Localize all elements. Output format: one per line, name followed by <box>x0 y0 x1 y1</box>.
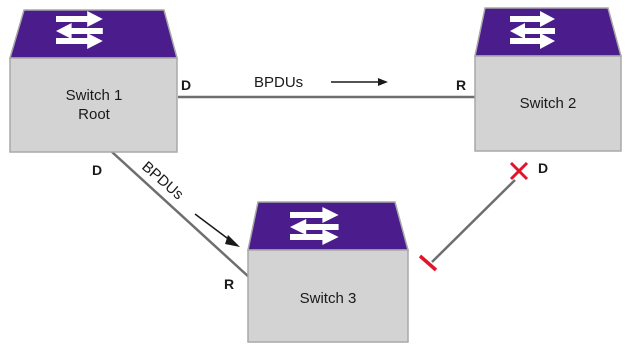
arrow-diagonal-icon <box>194 213 240 247</box>
switch-arrows-icon <box>56 11 103 49</box>
port-label-s1-designated: D <box>181 77 191 93</box>
switch-arrows-icon <box>510 11 555 49</box>
arrow-right-icon <box>331 78 388 86</box>
link-s2-s3 <box>431 179 516 263</box>
switch-1-name: Switch 1 <box>66 87 123 104</box>
port-label-s2-designated: D <box>538 160 548 176</box>
port-label-s1-designated-2: D <box>92 162 102 178</box>
port-label-s2-root: R <box>456 77 466 93</box>
switch-3-name: Switch 3 <box>300 290 357 307</box>
blocked-port-bar-icon <box>418 254 438 272</box>
switch-3: Switch 3 <box>247 201 409 343</box>
blocked-port-x-icon <box>509 161 529 181</box>
link-s1-s3 <box>111 151 251 279</box>
switch-arrows-icon <box>290 207 339 245</box>
switch-2-name: Switch 2 <box>520 95 577 112</box>
switch-1: Switch 1 Root <box>9 9 178 153</box>
switch-1-role: Root <box>78 106 111 123</box>
switch-2: Switch 2 <box>474 7 622 152</box>
bpdu-label-s1-s2: BPDUs <box>254 74 303 91</box>
port-label-s3-root: R <box>224 276 234 292</box>
